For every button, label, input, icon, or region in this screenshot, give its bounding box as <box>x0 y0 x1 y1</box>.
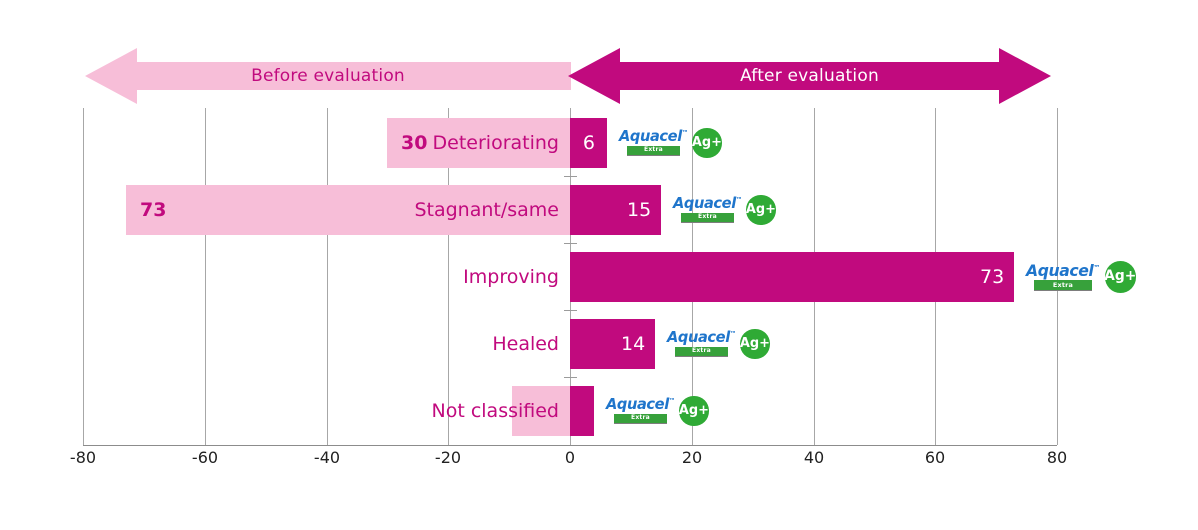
axis-tick <box>564 310 577 311</box>
aquacel-word: Aquacel™ <box>667 328 737 346</box>
bar-after-stagnant-same <box>570 185 661 235</box>
bar-after-healed <box>570 319 655 369</box>
aquacel-word: Aquacel™ <box>619 127 689 145</box>
x-axis-line <box>83 445 1057 446</box>
after-evaluation-arrow: After evaluation <box>568 44 1051 108</box>
aquacel-word-text: Aquacel <box>606 395 669 413</box>
trademark-icon: ™ <box>1093 262 1100 272</box>
ag-plus-icon: Ag+ <box>692 128 722 158</box>
bar-after-deteriorating <box>570 118 607 168</box>
bar-value-after: 73 <box>980 266 1005 288</box>
trademark-icon: ™ <box>668 396 676 405</box>
gridline-80 <box>1057 108 1058 445</box>
bar-value-after: 15 <box>627 199 652 221</box>
category-label-stagnant-same: Stagnant/same <box>414 199 559 221</box>
evaluation-arrows: Before evaluation After evaluation <box>0 44 1198 108</box>
axis-tick <box>564 243 577 244</box>
gridline--20 <box>448 108 449 445</box>
extra-badge: Extra <box>626 145 681 157</box>
trademark-icon: ™ <box>735 195 743 204</box>
x-axis-tick-labels: -80 -60 -40 -20 0 20 40 60 80 <box>0 448 1198 474</box>
left-arrow-shape <box>85 48 571 104</box>
right-arrow-shape <box>568 48 1051 104</box>
axis-tick <box>564 176 577 177</box>
axis-tick <box>564 377 577 378</box>
before-evaluation-arrow: Before evaluation <box>85 44 571 108</box>
gridline--80 <box>83 108 84 445</box>
extra-badge: Extra <box>674 346 729 358</box>
bar-after-not-classified <box>570 386 594 436</box>
bar-after-improving <box>570 252 1014 302</box>
category-label-healed: Healed <box>492 333 559 355</box>
trademark-icon: ™ <box>729 329 737 338</box>
tick-label-80: 80 <box>1046 448 1068 467</box>
ag-plus-icon: Ag+ <box>679 396 709 426</box>
extra-badge: Extra <box>1034 279 1092 292</box>
tick-label-60: 60 <box>924 448 946 467</box>
extra-badge: Extra <box>680 212 735 224</box>
aquacel-word-text: Aquacel <box>619 127 682 145</box>
tick-label--40: -40 <box>313 448 341 467</box>
aquacel-word: Aquacel™ <box>1026 260 1100 280</box>
gridline--40 <box>327 108 328 445</box>
tick-label-40: 40 <box>803 448 825 467</box>
tick-label--60: -60 <box>191 448 219 467</box>
aquacel-word-text: Aquacel <box>667 328 730 346</box>
tick-label-0: 0 <box>564 448 576 467</box>
ag-plus-icon: Ag+ <box>740 329 770 359</box>
bar-before-stagnant-same <box>126 185 570 235</box>
extra-badge: Extra <box>613 413 668 425</box>
category-label-deteriorating: Deteriorating <box>432 132 559 154</box>
tick-label-20: 20 <box>681 448 703 467</box>
bar-before-deteriorating <box>387 118 570 168</box>
aquacel-word: Aquacel™ <box>606 395 676 413</box>
aquacel-word-text: Aquacel <box>673 194 736 212</box>
aquacel-word-text: Aquacel <box>1026 260 1094 280</box>
bar-value-after: 6 <box>582 132 595 154</box>
category-label-not-classified: Not classified <box>431 400 560 422</box>
tick-label--20: -20 <box>434 448 462 467</box>
after-evaluation-label: After evaluation <box>740 66 879 86</box>
trademark-icon: ™ <box>681 128 689 137</box>
gridline--60 <box>205 108 206 445</box>
bar-value-before: 73 <box>140 199 167 221</box>
bar-before-not-classified <box>512 386 570 436</box>
aquacel-word: Aquacel™ <box>673 194 743 212</box>
bar-value-after: 14 <box>621 333 646 355</box>
category-label-improving: Improving <box>463 266 559 288</box>
ag-plus-icon: Ag+ <box>746 195 776 225</box>
bar-value-before: 30 <box>401 132 428 154</box>
ag-plus-icon: Ag+ <box>1104 261 1136 293</box>
before-evaluation-label: Before evaluation <box>251 66 405 86</box>
tick-label--80: -80 <box>69 448 97 467</box>
